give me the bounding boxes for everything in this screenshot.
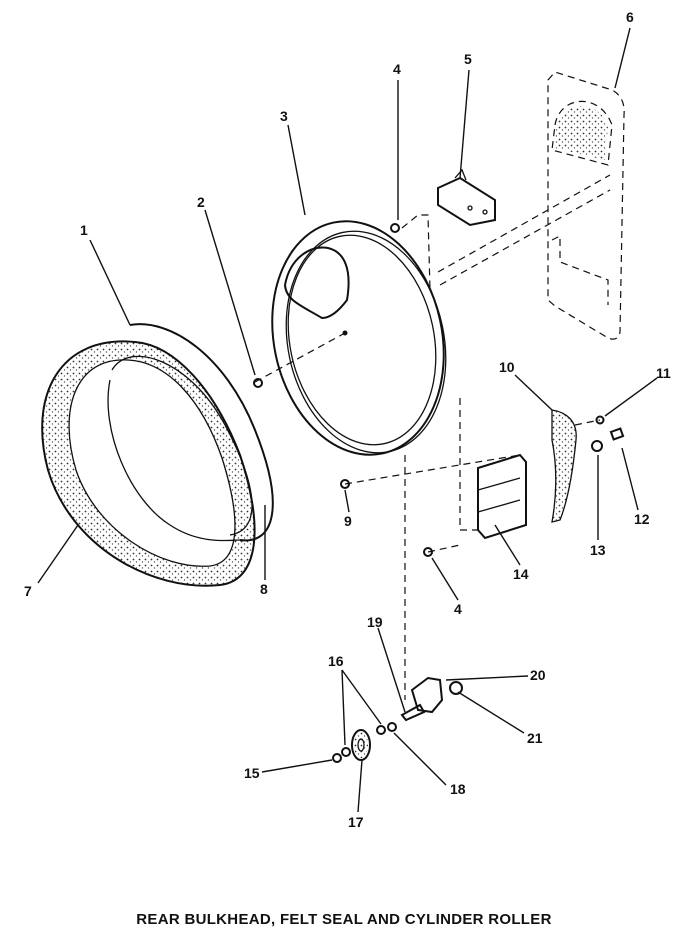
- callout-10: 10: [499, 359, 515, 375]
- callout-2: 2: [197, 194, 205, 210]
- callout-21: 21: [527, 730, 543, 746]
- callout-20: 20: [530, 667, 546, 683]
- fasteners: [253, 223, 625, 763]
- callout-16: 16: [328, 653, 344, 669]
- callout-15: 15: [244, 765, 260, 781]
- callout-13: 13: [590, 542, 606, 558]
- assembly-lines: [254, 174, 611, 700]
- lower-bracket: [477, 453, 527, 540]
- diagram-caption: REAR BULKHEAD, FELT SEAL AND CYLINDER RO…: [136, 911, 552, 928]
- callout-5: 5: [464, 51, 472, 67]
- callout-8: 8: [260, 581, 268, 597]
- top-bracket: [437, 168, 496, 227]
- callout-17: 17: [348, 814, 364, 830]
- strap: [551, 409, 577, 523]
- callout-6: 6: [626, 9, 634, 25]
- callout-3: 3: [280, 108, 288, 124]
- callout-7: 7: [24, 583, 32, 599]
- rear-cover-panel: [547, 71, 625, 340]
- callout-labels: 1 2 3 4 5 6 7 8 9 10 11 12 13 14 15 16 1…: [24, 9, 671, 830]
- leader-lines: [37, 27, 658, 813]
- rear-bulkhead: [271, 220, 447, 456]
- callout-4-bottom: 4: [454, 601, 462, 617]
- callout-11: 11: [656, 365, 671, 381]
- callout-18: 18: [450, 781, 466, 797]
- callout-19: 19: [367, 614, 383, 630]
- felt-seal-ring: [41, 340, 256, 587]
- callout-14: 14: [513, 566, 529, 582]
- callout-12: 12: [634, 511, 650, 527]
- callout-4-top: 4: [393, 61, 401, 77]
- callout-1: 1: [80, 222, 88, 238]
- callout-9: 9: [344, 513, 352, 529]
